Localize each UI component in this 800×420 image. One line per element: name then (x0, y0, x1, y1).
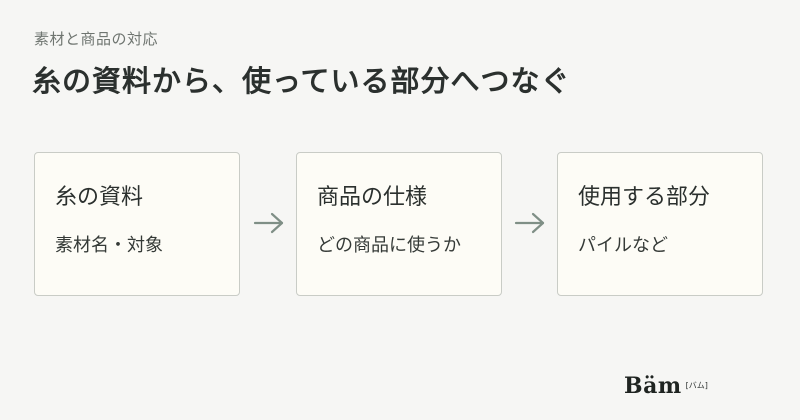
brand-reading: [バム] (685, 381, 708, 390)
card-title: 糸の資料 (55, 185, 144, 210)
card-subtitle: パイルなど (578, 235, 668, 256)
card-subtitle: どの商品に使うか (317, 235, 461, 256)
card-yarn-material: 糸の資料 素材名・対象 (34, 152, 240, 296)
page-title: 糸の資料から、使っている部分へつなぐ (32, 64, 571, 98)
card-used-part: 使用する部分 パイルなど (557, 152, 763, 296)
right-arrow-icon (253, 212, 284, 234)
brand-logo: Bäm [バム] (624, 371, 708, 397)
right-arrow-icon (514, 212, 545, 234)
card-title: 商品の仕様 (317, 185, 428, 210)
card-subtitle: 素材名・対象 (55, 235, 163, 256)
flow-diagram: 糸の資料 素材名・対象 商品の仕様 どの商品に使うか 使用する部分 パイルなど (34, 152, 766, 298)
brand-mark: Bäm (624, 373, 682, 399)
eyebrow-label: 素材と商品の対応 (34, 30, 159, 48)
card-title: 使用する部分 (578, 185, 711, 210)
card-product-spec: 商品の仕様 どの商品に使うか (296, 152, 502, 296)
